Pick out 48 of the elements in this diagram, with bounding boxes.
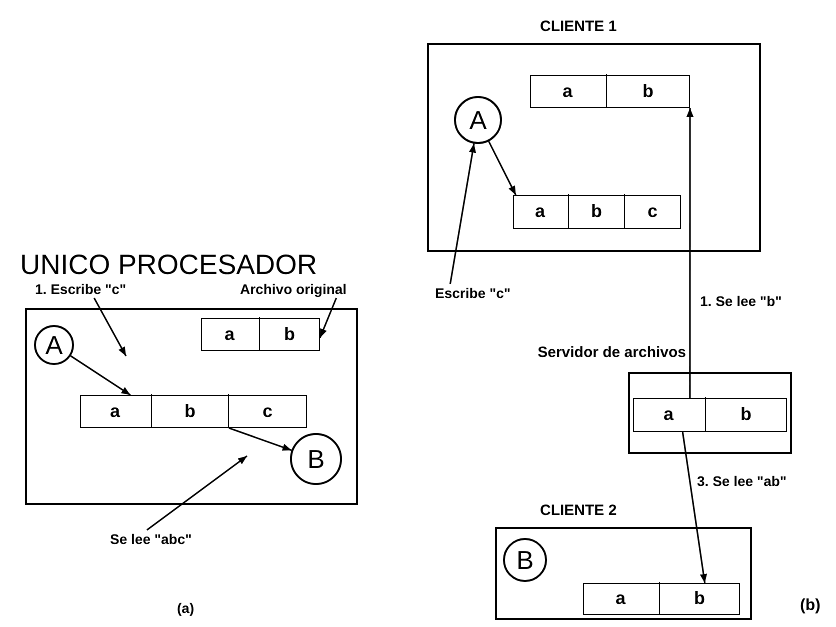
circle-letter: B (515, 546, 535, 574)
arrow (682, 432, 708, 584)
box-heading: Servidor de archivos (538, 344, 686, 362)
panel-label: (b) (800, 597, 820, 615)
file-row (633, 398, 787, 432)
annotation-text: Escribe "c" (435, 284, 511, 302)
file-row (201, 318, 320, 351)
section-heading: UNICO PROCESADOR (20, 248, 318, 282)
process-circle (454, 96, 502, 144)
cell-letter: b (642, 80, 654, 100)
cell-letter: c (646, 201, 658, 221)
arrow (319, 298, 338, 338)
cell-letter: a (561, 80, 574, 100)
file-row (583, 583, 740, 615)
arrow (488, 141, 517, 196)
cell-letter: a (662, 404, 675, 424)
cell-letter: a (614, 588, 627, 608)
cell-letter: b (693, 588, 706, 608)
process-circle (34, 325, 74, 365)
arrow (228, 427, 292, 452)
container-box (25, 308, 358, 505)
panel-label: (a) (177, 600, 194, 616)
circle-letter: A (44, 331, 64, 359)
file-row (530, 75, 690, 108)
cell-letter: b (740, 404, 752, 424)
leader-line (93, 298, 127, 356)
cell-letter: a (534, 201, 546, 221)
arrow (686, 108, 694, 398)
cell-letter: a (223, 324, 236, 344)
circle-letter: B (306, 445, 326, 473)
arrow (70, 355, 131, 396)
box-heading: CLIENTE 2 (540, 502, 617, 520)
process-circle (503, 538, 547, 582)
cell-letter: b (283, 324, 296, 344)
annotation-text: 1. Escribe "c" (35, 280, 126, 298)
cell-letter: b (590, 201, 603, 221)
cell-letter: a (108, 400, 122, 420)
leader-line (146, 455, 248, 531)
circle-letter: A (468, 106, 488, 134)
process-circle (290, 433, 342, 485)
annotation-text: Se lee "abc" (110, 530, 192, 548)
annotation-text: Archivo original (240, 280, 347, 298)
file-row (80, 395, 307, 428)
box-heading: CLIENTE 1 (540, 18, 617, 36)
cell-letter: c (261, 400, 274, 420)
file-row (513, 195, 681, 229)
cell-letter: b (184, 400, 196, 420)
arrow (449, 144, 476, 284)
